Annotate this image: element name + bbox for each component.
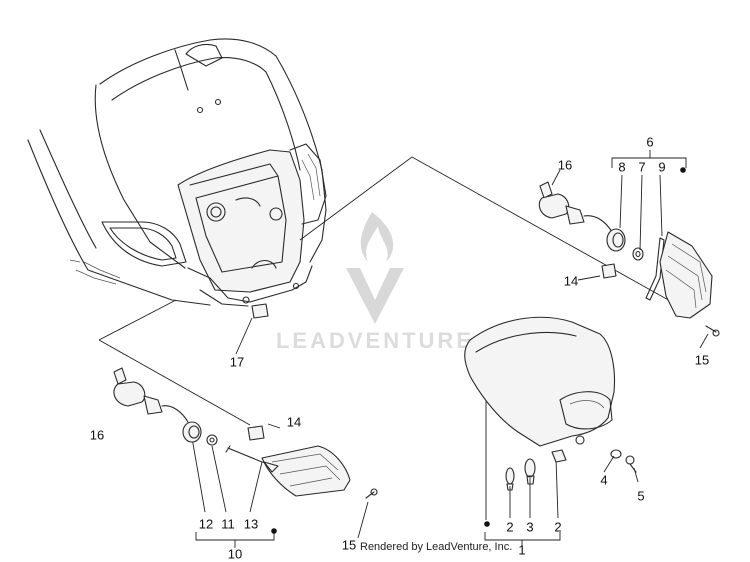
callout-5: 5: [637, 488, 644, 503]
callout-13: 13: [244, 516, 258, 531]
callout-8: 8: [618, 159, 625, 174]
render-credit: Rendered by LeadVenture, Inc.: [360, 541, 513, 553]
callout-17: 17: [230, 354, 244, 369]
leader-lines: [98, 150, 709, 548]
callout-14-lower: 14: [287, 414, 301, 429]
rear-fender-assembly: [27, 38, 327, 307]
callout-16-lower: 16: [90, 427, 104, 442]
callout-12: 12: [199, 516, 213, 531]
callout-6: 6: [646, 134, 653, 149]
callout-15-lower: 15: [342, 537, 356, 552]
callout-7: 7: [638, 159, 645, 174]
callout-10: 10: [228, 546, 242, 561]
callout-labels: 1 2 2 3 4 5 6 7 8 9 10 11 12 13 14 14 15…: [90, 134, 709, 561]
tail-light-group: [464, 316, 637, 527]
callout-9: 9: [658, 159, 665, 174]
callout-1: 1: [518, 542, 525, 557]
callout-4: 4: [600, 472, 607, 487]
callout-16-upper: 16: [558, 157, 572, 172]
leadventure-watermark: LEADVENTURE: [276, 212, 474, 353]
callout-11: 11: [221, 516, 235, 531]
callout-14-upper: 14: [564, 273, 578, 288]
callout-2-right: 2: [554, 519, 561, 534]
left-lamp-group: [113, 303, 378, 534]
callout-15-upper: 15: [695, 352, 709, 367]
watermark-text: LEADVENTURE: [276, 328, 474, 353]
callout-3: 3: [526, 519, 533, 534]
right-lamp-group: [538, 167, 720, 337]
callout-2-left: 2: [506, 519, 513, 534]
